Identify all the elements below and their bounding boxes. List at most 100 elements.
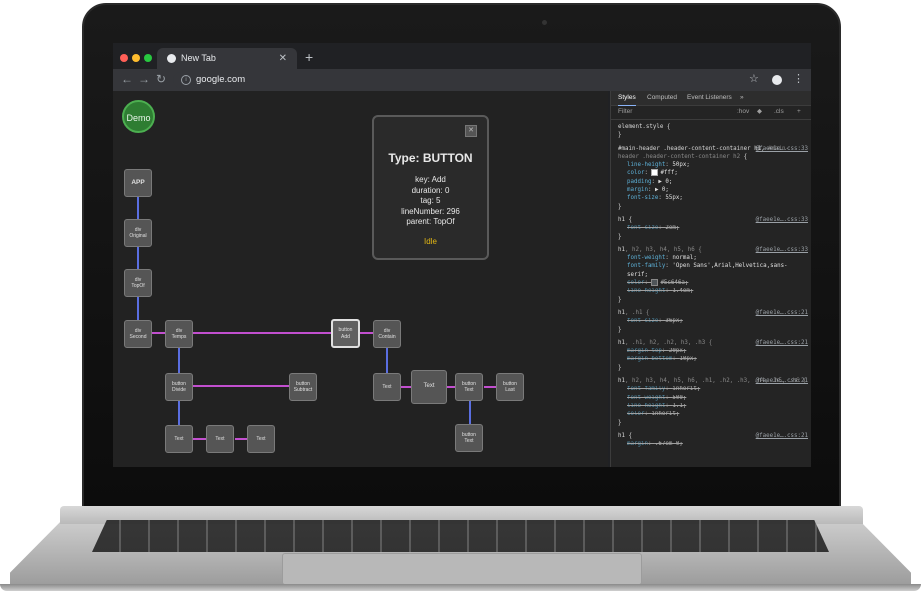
node-div-original[interactable]: div Original bbox=[124, 219, 152, 247]
kebab-menu-icon[interactable]: ⋮ bbox=[793, 73, 804, 85]
property-name[interactable]: margin-top bbox=[627, 348, 662, 355]
node-button-text[interactable]: button Text bbox=[455, 373, 483, 401]
property-name[interactable]: font-family bbox=[627, 263, 666, 270]
tab-close-icon[interactable]: ✕ bbox=[278, 53, 287, 64]
filter-input[interactable]: Filter bbox=[618, 108, 633, 115]
rule-close: } bbox=[618, 203, 622, 210]
forward-arrow-icon[interactable]: → bbox=[138, 72, 150, 86]
property-value[interactable]: 1.1; bbox=[672, 402, 687, 409]
new-rule-button[interactable]: + bbox=[797, 108, 801, 115]
source-link[interactable]: @faee1e….css:33 bbox=[755, 246, 808, 253]
property-value[interactable]: inherit; bbox=[651, 411, 680, 418]
property-value[interactable]: 36px; bbox=[665, 318, 683, 325]
property-value[interactable]: #5c646a; bbox=[660, 280, 689, 287]
property-value[interactable]: normal; bbox=[672, 255, 697, 262]
window-maximize-button[interactable] bbox=[144, 54, 152, 62]
node-div-contain[interactable]: div Contain bbox=[373, 320, 401, 348]
property-value[interactable]: 20px; bbox=[668, 348, 687, 355]
node-button-last[interactable]: button Last bbox=[496, 373, 524, 401]
source-link[interactable]: @faee1e….css:21 bbox=[755, 309, 808, 316]
node-button-divide[interactable]: button Divide bbox=[165, 373, 193, 401]
node-div-temps[interactable]: div Temps bbox=[165, 320, 193, 348]
property-value[interactable]: 1.4em; bbox=[672, 288, 694, 295]
property-name[interactable]: line-height bbox=[627, 402, 666, 409]
color-swatch-icon[interactable] bbox=[651, 169, 659, 177]
property-name[interactable]: line-height bbox=[627, 162, 666, 169]
property-name[interactable]: color bbox=[627, 411, 645, 418]
property-overridden: font-size: 2em; bbox=[627, 225, 680, 232]
source-link[interactable]: @faee1e….css:21 bbox=[755, 339, 808, 346]
property-value[interactable]: 2em; bbox=[665, 225, 680, 232]
source-link[interactable]: @faee1e….css:21 bbox=[755, 432, 808, 439]
property-name[interactable]: color bbox=[627, 170, 645, 177]
property-value[interactable]: inherit; bbox=[672, 386, 701, 393]
property-name[interactable]: font-size bbox=[627, 318, 659, 325]
property-value[interactable]: 50px; bbox=[672, 162, 690, 169]
property-name[interactable]: font-family bbox=[627, 386, 666, 393]
color-swatch-icon[interactable] bbox=[651, 279, 659, 287]
node-div-second[interactable]: div Second bbox=[124, 320, 152, 348]
info-icon[interactable]: i bbox=[181, 75, 191, 85]
tab-event-listeners[interactable]: Event Listeners bbox=[687, 94, 732, 101]
popup-close-button[interactable]: ✕ bbox=[465, 125, 477, 137]
tab-overflow[interactable]: » bbox=[740, 94, 744, 101]
property-value[interactable]: #fff; bbox=[660, 170, 678, 177]
rule-close: } bbox=[618, 132, 622, 139]
tab-new-tab[interactable]: New Tab ✕ bbox=[157, 48, 297, 69]
property-name[interactable]: font-size bbox=[627, 195, 659, 202]
source-link[interactable]: @faee1e….css:33 bbox=[755, 216, 808, 223]
selector-text: h1 { bbox=[618, 432, 632, 439]
node-button-add[interactable]: button Add bbox=[331, 319, 360, 348]
hov-toggle[interactable]: :hov bbox=[737, 108, 750, 115]
node-button-text[interactable]: button Text bbox=[455, 424, 483, 452]
property: padding: ▶ 0; bbox=[627, 178, 673, 185]
account-icon[interactable] bbox=[772, 75, 782, 85]
node-text[interactable]: Text bbox=[165, 425, 193, 453]
property-name[interactable]: color bbox=[627, 280, 645, 287]
property-name[interactable]: margin-bottom bbox=[627, 356, 673, 363]
back-arrow-icon[interactable]: ← bbox=[121, 72, 133, 86]
property-name[interactable]: font-weight bbox=[627, 255, 666, 262]
window-minimize-button[interactable] bbox=[132, 54, 140, 62]
property-name[interactable]: font-size bbox=[627, 225, 659, 232]
tab-styles[interactable]: Styles bbox=[618, 91, 636, 106]
source-link[interactable]: @faee1e….css:33 bbox=[755, 145, 808, 152]
new-tab-button[interactable]: + bbox=[305, 49, 314, 65]
rule-close: } bbox=[618, 296, 622, 303]
property-overridden: line-height: 1.1; bbox=[627, 402, 687, 409]
property-name[interactable]: padding bbox=[627, 178, 652, 185]
property-value[interactable]: ▶ 0; bbox=[654, 187, 669, 194]
reload-icon[interactable]: ↻ bbox=[156, 72, 167, 86]
address-bar[interactable]: i google.com bbox=[173, 72, 758, 88]
laptop-hinge bbox=[60, 506, 863, 524]
property-value[interactable]: 55px; bbox=[665, 195, 683, 202]
popup-status: Idle bbox=[424, 237, 437, 246]
property-name[interactable]: margin bbox=[627, 441, 648, 448]
tab-computed[interactable]: Computed bbox=[647, 94, 677, 101]
property-name[interactable]: margin bbox=[627, 187, 648, 194]
rule-element-style: element.style { } bbox=[618, 123, 808, 140]
cls-toggle[interactable]: .cls bbox=[774, 108, 784, 115]
node-app[interactable]: APP bbox=[124, 169, 152, 197]
property-value[interactable]: ▶ 0; bbox=[658, 178, 673, 185]
property-value[interactable]: 'Open Sans',Arial,Helvetica,sans-serif; bbox=[627, 263, 788, 278]
node-type: div bbox=[134, 327, 142, 334]
bookmark-star-icon[interactable]: ☆ bbox=[749, 73, 759, 85]
property-value[interactable]: 500; bbox=[672, 394, 687, 401]
sibling-edge bbox=[359, 332, 374, 334]
window-close-button[interactable] bbox=[120, 54, 128, 62]
paint-icon[interactable]: ◆ bbox=[757, 108, 762, 115]
demo-button[interactable]: Demo bbox=[122, 100, 155, 133]
node-text[interactable]: Text bbox=[247, 425, 275, 453]
node-div-topof[interactable]: div TopOf bbox=[124, 269, 152, 297]
node-text-hovered[interactable]: Text bbox=[411, 370, 447, 404]
node-text[interactable]: Text bbox=[206, 425, 234, 453]
property-name[interactable]: font-weight bbox=[627, 394, 666, 401]
source-link[interactable]: @faee1e….css:21 bbox=[755, 378, 808, 385]
property-value[interactable]: 10px; bbox=[679, 356, 697, 363]
node-button-subtract[interactable]: button Subtract bbox=[289, 373, 317, 401]
property-name[interactable]: line-height bbox=[627, 288, 666, 295]
property-value[interactable]: .67em 0; bbox=[654, 441, 683, 448]
node-text[interactable]: Text bbox=[373, 373, 401, 401]
address-url[interactable]: google.com bbox=[196, 74, 246, 85]
